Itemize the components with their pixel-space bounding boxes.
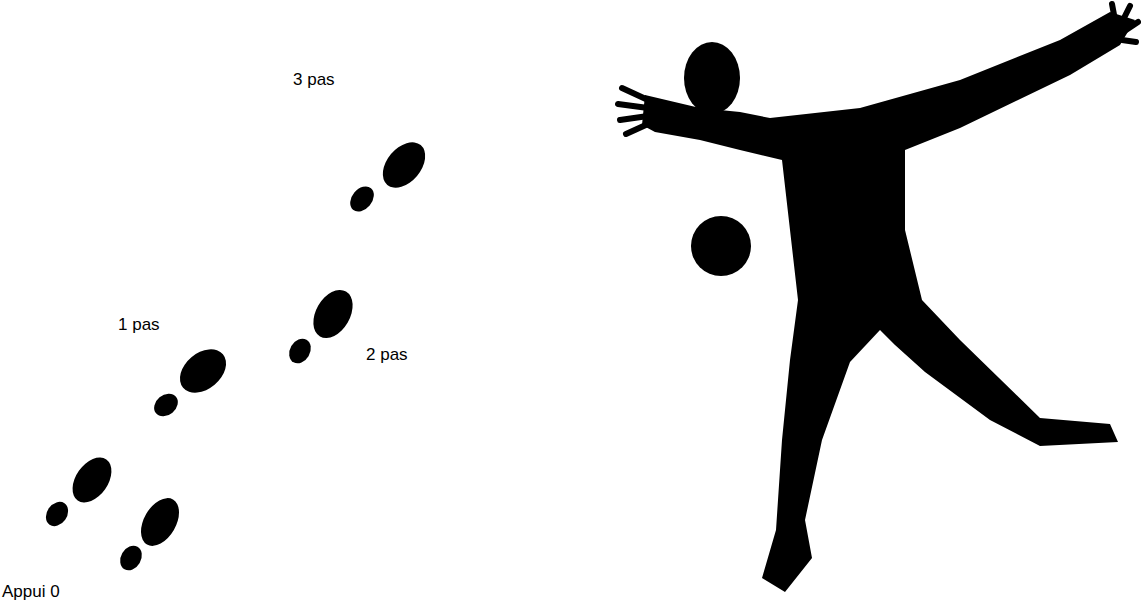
step-label: 2 pas (366, 345, 408, 365)
footprint (116, 491, 187, 574)
step-label: Appui 0 (2, 582, 60, 602)
ball (691, 216, 751, 276)
step-label: 1 pas (118, 315, 160, 335)
footprint (345, 134, 433, 216)
footprint (150, 340, 235, 421)
step-label: 3 pas (293, 70, 335, 90)
footprints (41, 134, 433, 574)
goalkeeper-silhouette (618, 4, 1138, 592)
footprint (285, 283, 361, 367)
fingers (618, 4, 1138, 134)
footprint (41, 450, 119, 530)
